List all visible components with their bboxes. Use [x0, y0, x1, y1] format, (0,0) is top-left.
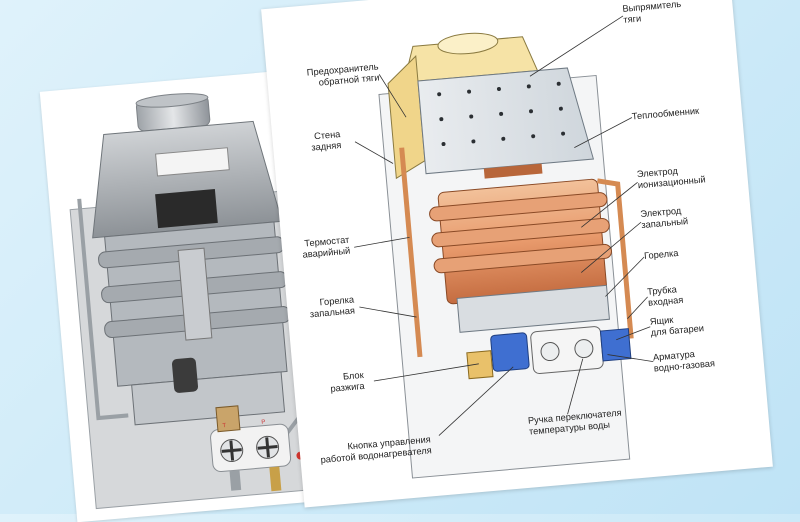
heater-photo-panel: T P	[39, 65, 377, 522]
water-heater-photo	[69, 93, 328, 510]
power-knob-caption: P	[261, 419, 266, 426]
heater-schematic-drawing	[354, 15, 654, 479]
temperature-knob-caption: T	[222, 422, 227, 430]
